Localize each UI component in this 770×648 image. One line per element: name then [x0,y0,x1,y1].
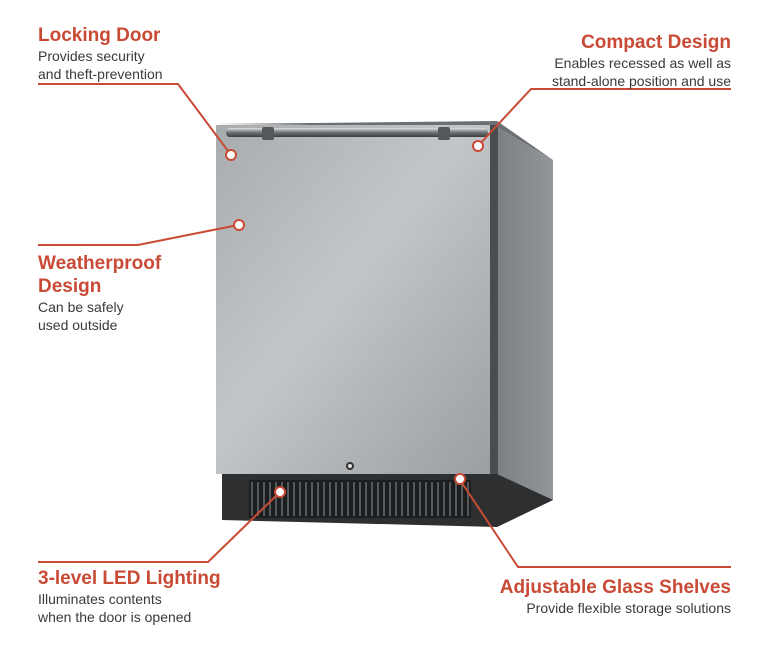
door-handle [226,127,488,140]
door-edge [490,125,498,474]
lock-keyhole-icon [346,462,354,470]
callout-desc-line: Illuminates contents [38,591,162,607]
leader-line-glass-shelves [459,479,731,568]
callout-title: Weatherproof [38,253,162,274]
callout-desc-line: used outside [38,317,118,333]
callout-weatherproof: Weatherproof Design Can be safely used o… [38,252,198,334]
marker-weatherproof [233,219,245,231]
marker-led-lighting [274,486,286,498]
callout-desc-line: Enables recessed as well as [554,55,731,71]
callout-desc-line: and theft-prevention [38,66,163,82]
callout-desc-line: Provides security [38,48,145,64]
callout-glass-shelves: Adjustable Glass Shelves Provide flexibl… [431,576,731,617]
leader-line-led-lighting [38,492,280,563]
callout-led-lighting: 3-level LED Lighting Illuminates content… [38,567,258,626]
callout-title: Adjustable Glass Shelves [499,577,731,598]
callout-desc-line: Provide flexible storage solutions [526,600,731,616]
callout-compact-design: Compact Design Enables recessed as well … [471,31,731,90]
callout-title: Compact Design [581,32,731,53]
callout-desc-line: when the door is opened [38,609,192,625]
marker-glass-shelves [454,473,466,485]
callout-title: Locking Door [38,25,161,46]
leader-line-weatherproof [38,224,239,246]
callout-title: 3-level LED Lighting [38,568,221,589]
callout-desc-line: stand-alone position and use [551,73,731,89]
leader-line-locking-door [38,83,232,156]
marker-locking-door [225,149,237,161]
callout-locking-door: Locking Door Provides security and theft… [38,24,258,83]
leader-line-compact-design [477,88,731,147]
front-grille [249,480,471,518]
callout-desc-line: Can be safely [38,299,124,315]
fridge-side-panel [497,127,553,527]
fridge-door [216,125,497,474]
marker-compact-design [472,140,484,152]
callout-title: Design [38,276,102,297]
